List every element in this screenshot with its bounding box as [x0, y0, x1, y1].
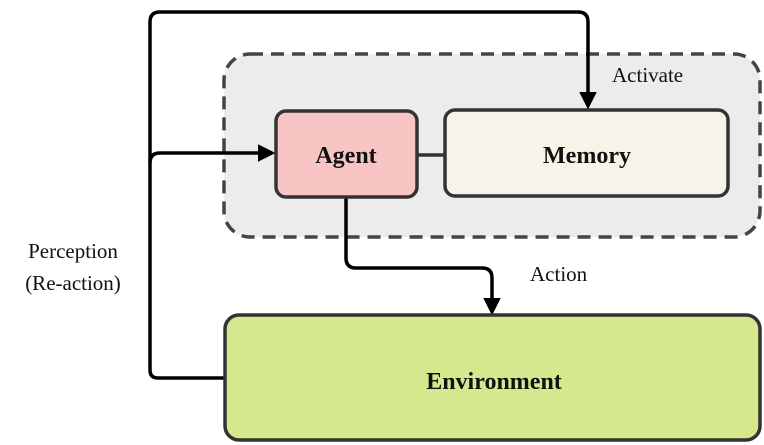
perception-label: Perception: [28, 239, 118, 263]
perception-arrow: [148, 144, 276, 164]
agent-label: Agent: [315, 143, 376, 169]
memory-node: [443, 108, 730, 198]
reaction-label: (Re-action): [25, 271, 121, 295]
agent-node: [274, 109, 419, 199]
action-label: Action: [530, 262, 588, 286]
environment-label: Environment: [426, 369, 562, 395]
memory-label: Memory: [543, 143, 631, 169]
environment-node: [223, 313, 762, 442]
activate-label: Activate: [612, 63, 683, 87]
action-arrow: [344, 196, 501, 316]
activate-arrow: [148, 10, 597, 380]
